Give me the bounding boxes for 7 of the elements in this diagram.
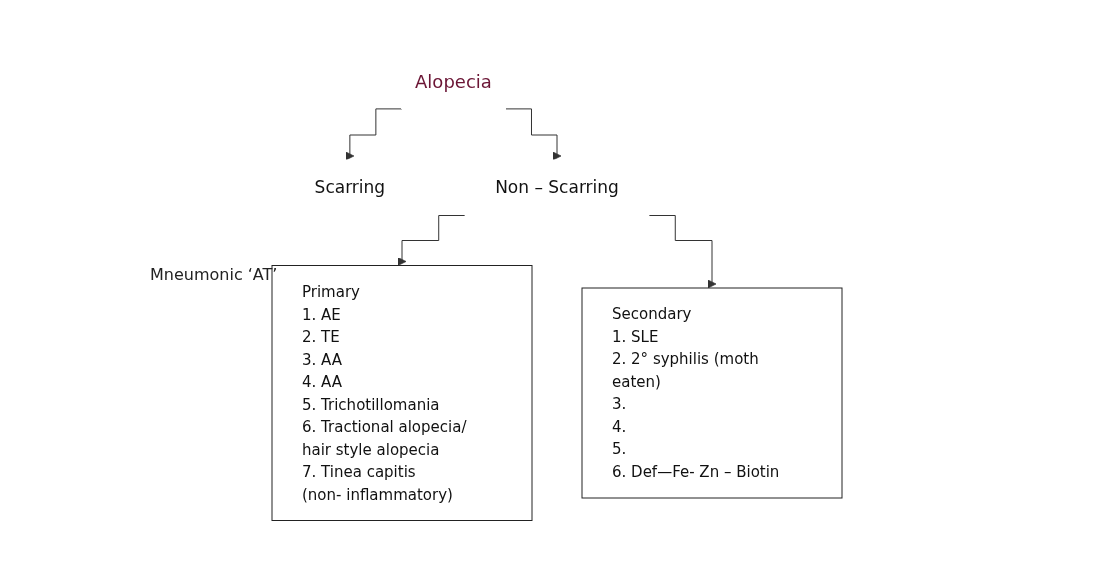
node-text: Scarring bbox=[314, 176, 385, 197]
node-text: Alopecia bbox=[414, 70, 492, 92]
node-text: Non – Scarring bbox=[494, 176, 619, 197]
node-box: Secondary 1. SLE 2. 2° syphilis (moth eaten) 3. 4. 5. 6. Def—Fe- Zn – Biotin bbox=[581, 287, 842, 499]
mnemonic-note: Mneumonic ‘AT’ bbox=[150, 265, 278, 284]
arrow bbox=[505, 108, 561, 161]
arrow bbox=[344, 108, 402, 161]
